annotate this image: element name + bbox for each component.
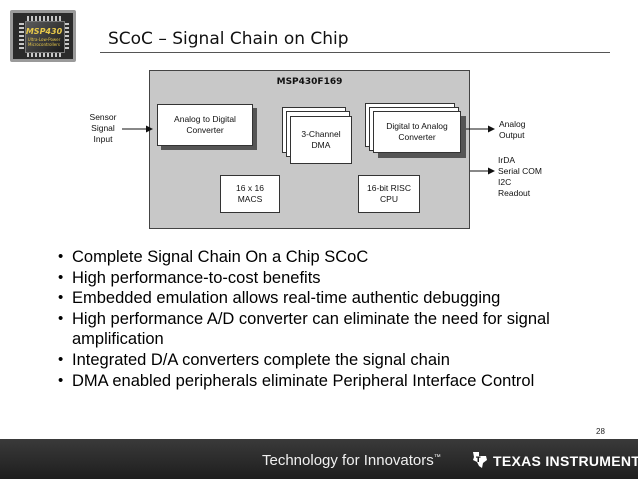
footer-slogan: Technology for Innovators™: [262, 452, 441, 469]
bullet-item: High performance-to-cost benefits: [58, 268, 618, 289]
macs-label: 16 x 16 MACS: [236, 183, 264, 204]
brand-name: TEXAS INSTRUMENTS: [493, 453, 638, 469]
bullet-item: Complete Signal Chain On a Chip SCoC: [58, 247, 618, 268]
adc-label: Analog to Digital Converter: [174, 114, 236, 135]
peripheral-item: Serial COM: [498, 166, 542, 176]
dac-label: Digital to Analog Converter: [386, 121, 448, 142]
logo-text: MSP430: [25, 27, 63, 36]
bullet-item: Embedded emulation allows real-time auth…: [58, 288, 618, 309]
sensor-input-label: Sensor Signal Input: [89, 112, 117, 144]
adc-block: Analog to Digital Converter: [157, 104, 253, 146]
footer-bar: [0, 439, 638, 479]
bullet-item: DMA enabled peripherals eliminate Periph…: [58, 371, 618, 392]
texas-state-icon: [473, 452, 487, 468]
macs-block: 16 x 16 MACS: [220, 175, 280, 213]
cpu-label: 16-bit RISC CPU: [367, 183, 411, 204]
logo-subtext: Ultra-Low-Power Microcontrollers: [27, 37, 61, 47]
bullet-item: High performance A/D converter can elimi…: [58, 309, 618, 350]
page-number: 28: [596, 427, 605, 436]
bullet-list: Complete Signal Chain On a Chip SCoC Hig…: [58, 247, 618, 391]
slide-title: SCoC – Signal Chain on Chip: [108, 29, 349, 49]
dma-label: 3-Channel DMA: [301, 129, 341, 150]
peripheral-item: I2C: [498, 177, 512, 187]
peripheral-item: Readout: [498, 188, 531, 198]
dma-block: 3-Channel DMA: [290, 116, 352, 164]
msp430-logo: MSP430 Ultra-Low-Power Microcontrollers: [10, 10, 76, 62]
title-divider: [100, 52, 610, 53]
trademark-mark: ™: [433, 454, 441, 461]
analog-output-label: Analog Output: [499, 119, 526, 140]
peripherals-list: IrDA Serial COM I2C Readout: [498, 155, 542, 199]
cpu-block: 16-bit RISC CPU: [358, 175, 420, 213]
peripheral-item: IrDA: [498, 155, 515, 165]
dac-block: Digital to Analog Converter: [373, 111, 461, 153]
bullet-item: Integrated D/A converters complete the s…: [58, 350, 618, 371]
chip-name: MSP430F169: [276, 77, 343, 87]
